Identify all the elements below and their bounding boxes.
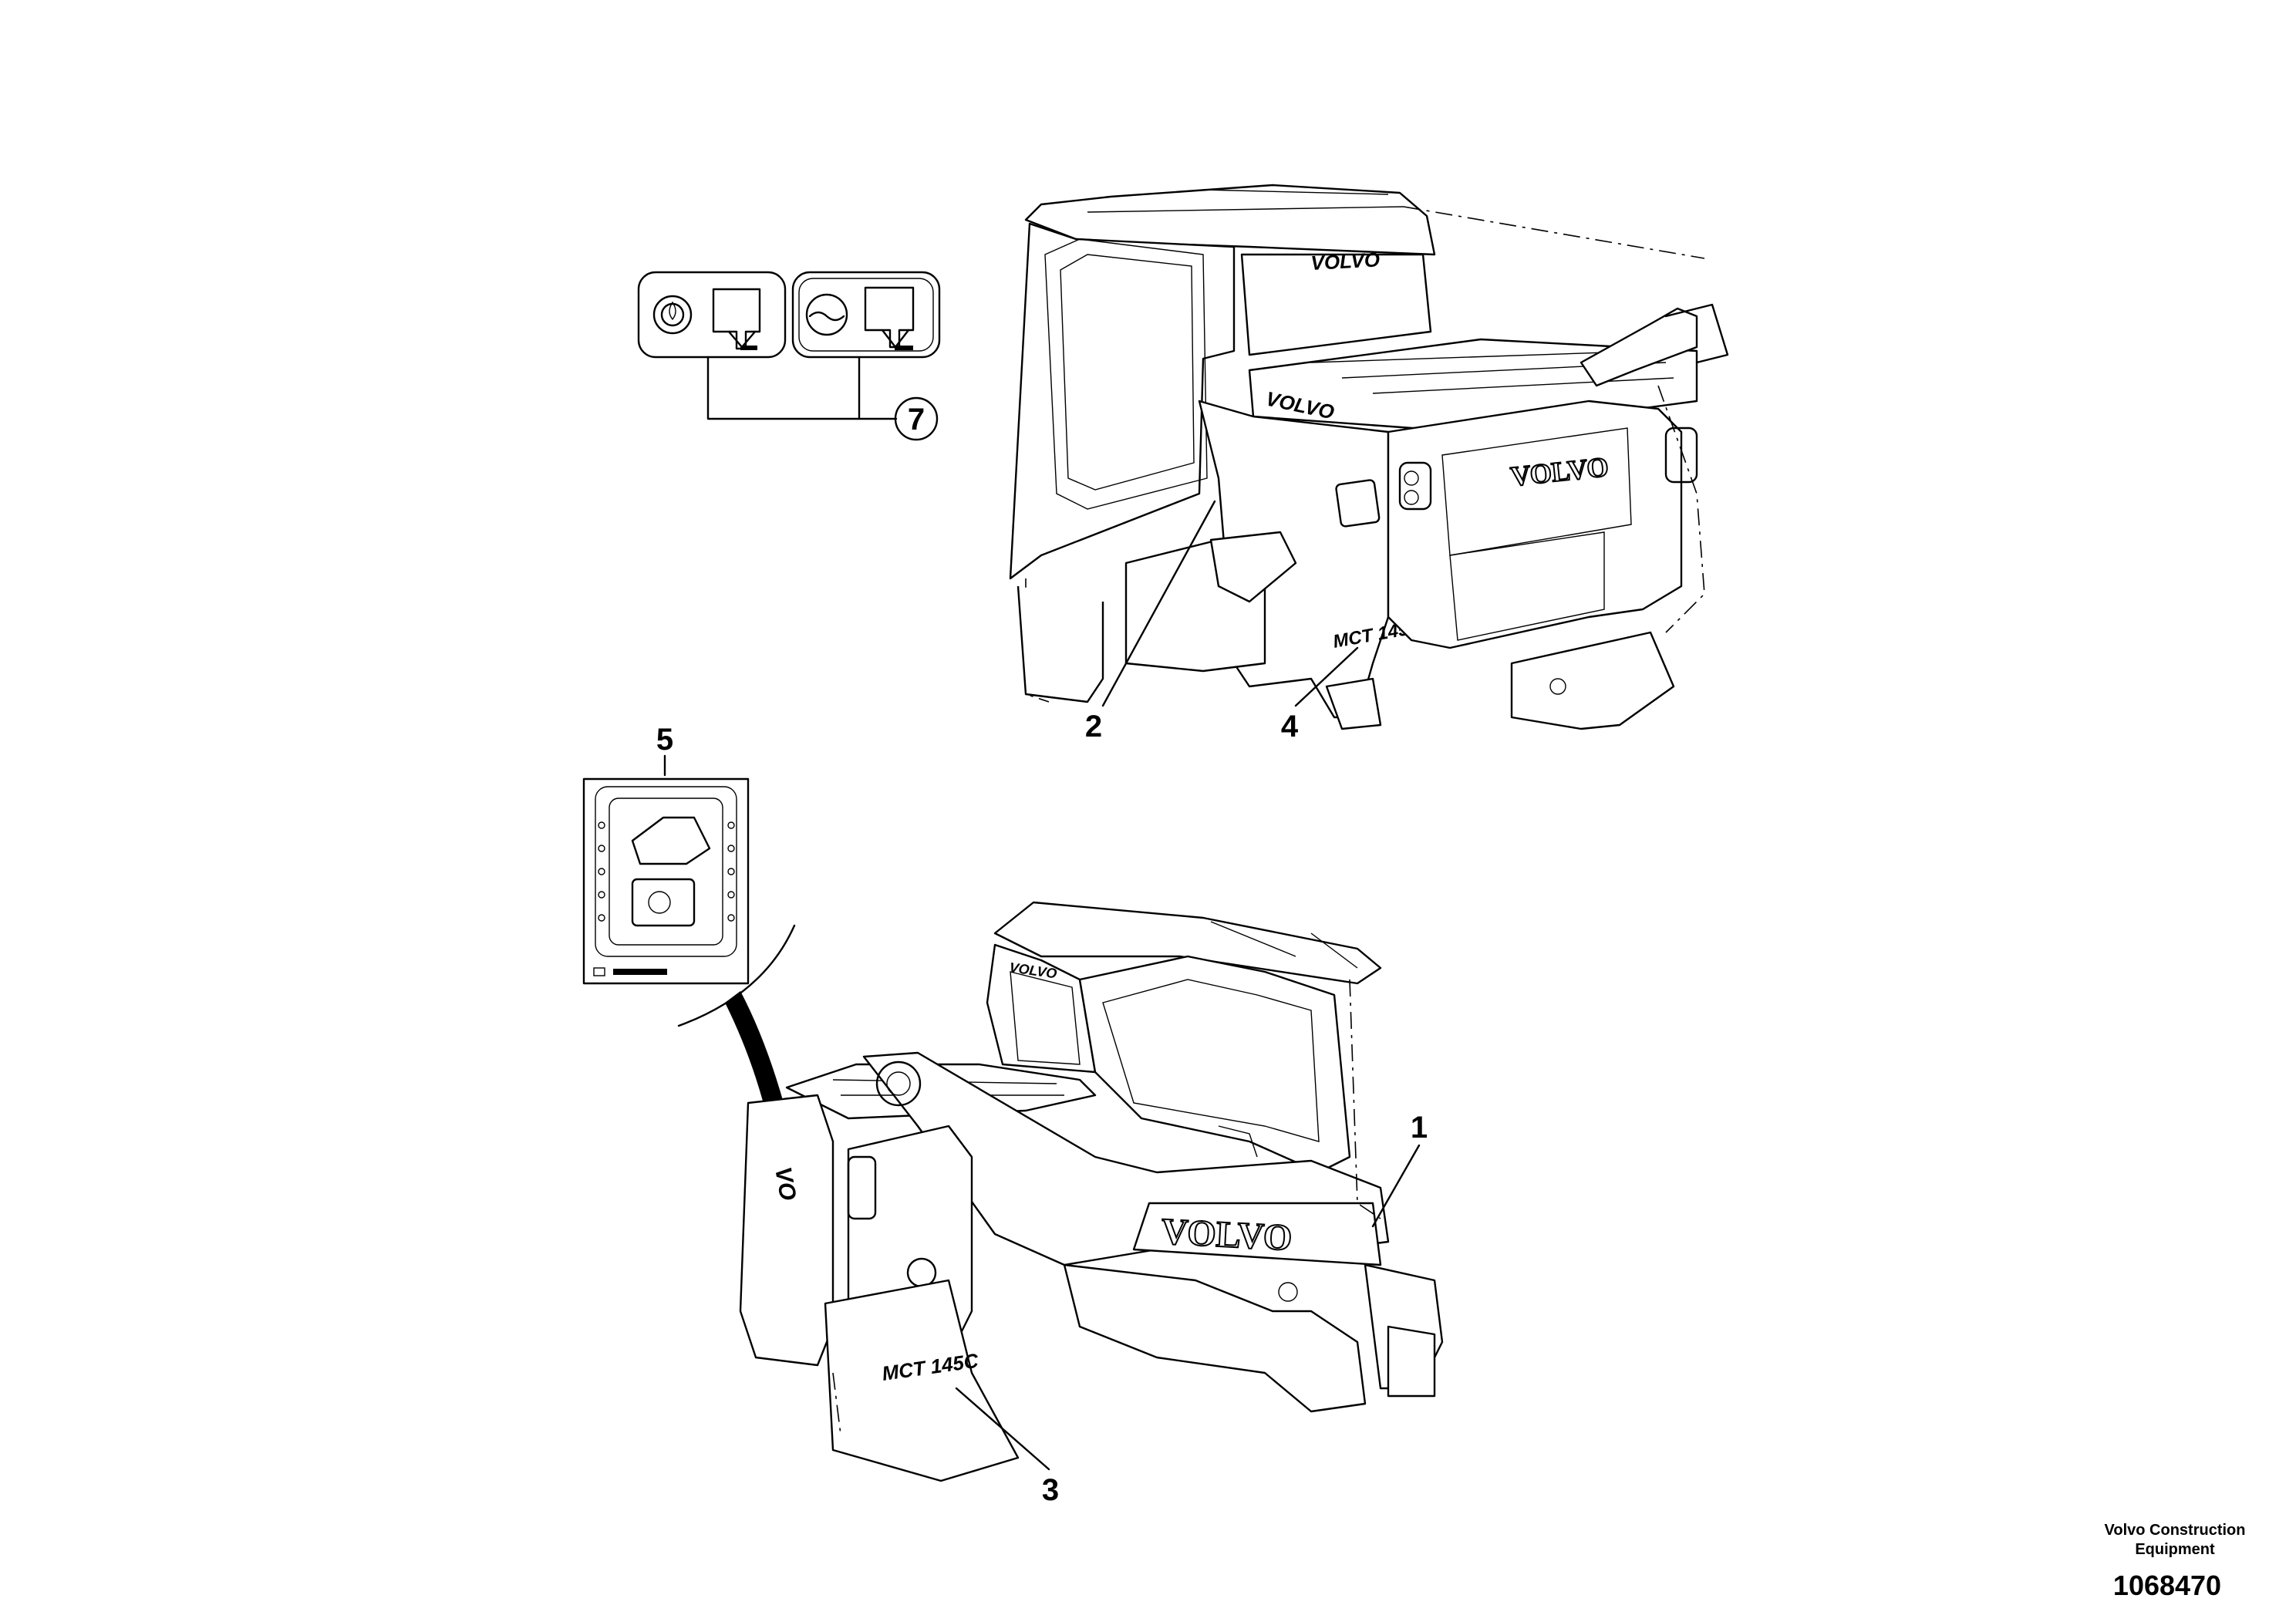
rear-body — [1387, 400, 1683, 649]
callout-1: 1 — [1411, 1111, 1428, 1145]
tail-light-left-icon — [1398, 461, 1432, 511]
cab-body — [1009, 222, 1236, 580]
cab-roof-front — [993, 901, 1382, 985]
engine-oil-drain-icon — [637, 271, 787, 359]
callout-7-leader: 7 — [706, 356, 939, 441]
cab-front-frame — [1078, 955, 1351, 1174]
company-name-line2: Equipment — [2135, 1541, 2215, 1558]
rear-brand-decal-partial: VO — [770, 1165, 801, 1202]
callout-2: 2 — [1085, 710, 1102, 744]
boom-arm — [1580, 307, 1698, 387]
callout-5: 5 — [656, 723, 673, 757]
bottom-machine-view: VOLVO VOLVO VO MCT 145C 1 3 — [739, 901, 1444, 1507]
cab-rear-window — [1240, 253, 1432, 356]
leader-1 — [1371, 1144, 1421, 1228]
lower-frame-front — [1063, 1263, 1367, 1413]
rear-side-panel — [739, 1094, 834, 1367]
tail-light-icon — [847, 1155, 877, 1220]
service-chart-decal-icon: 5 — [582, 723, 750, 985]
drain-symbol-decals: 7 — [637, 271, 941, 441]
leader-2 — [1101, 500, 1216, 707]
lift-arm-left — [1017, 585, 1104, 703]
coolant-drain-icon — [791, 271, 941, 359]
part-number: 1068470 — [2113, 1570, 2221, 1601]
counterweight — [1510, 631, 1675, 730]
callout-7: 7 — [908, 403, 925, 437]
front-fender — [824, 1279, 1020, 1482]
boom-decal-plate — [1132, 1202, 1382, 1266]
callout-3: 3 — [1042, 1473, 1059, 1507]
front-wheel-guard — [1387, 1325, 1436, 1398]
fuel-cap-icon — [1335, 479, 1381, 528]
boom-brand-decal: VOLVO — [1160, 1211, 1293, 1259]
leader-4 — [1294, 646, 1359, 707]
company-name-line1: Volvo Construction — [2105, 1522, 2246, 1539]
footer: Volvo Construction Equipment 1068470 — [2105, 1522, 2246, 1601]
tail-light-right-icon — [1664, 427, 1698, 484]
top-machine-view: VOLVO VOLVO MCT 145C VOLVO — [1009, 184, 1729, 744]
callout-4: 4 — [1281, 710, 1299, 744]
leader-3 — [955, 1387, 1050, 1471]
cab-top-brand-decal: VOLVO — [1310, 248, 1381, 275]
